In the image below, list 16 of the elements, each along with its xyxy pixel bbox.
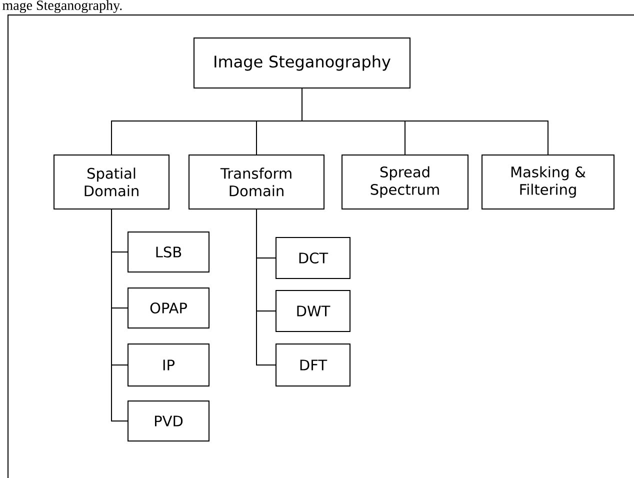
connector-line: [302, 88, 548, 155]
category-box: DFT: [276, 344, 350, 386]
connector-line: [111, 209, 128, 422]
category-box: OPAP: [128, 288, 210, 328]
category-box: IP: [128, 344, 210, 386]
category-box: Spread Spectrum: [342, 154, 468, 210]
category-box: DWT: [276, 290, 350, 332]
category-box: Spatial Domain: [54, 154, 170, 210]
category-box: PVD: [128, 400, 210, 442]
category-box: Transform Domain: [188, 154, 324, 210]
category-box: LSB: [128, 232, 210, 272]
category-box: DCT: [276, 237, 350, 279]
caption-fragment: mage Steganography.: [2, 0, 122, 13]
connector-line: [256, 209, 276, 366]
root-box: Image Steganography: [194, 38, 410, 88]
category-box: Masking & Filtering: [482, 154, 614, 210]
